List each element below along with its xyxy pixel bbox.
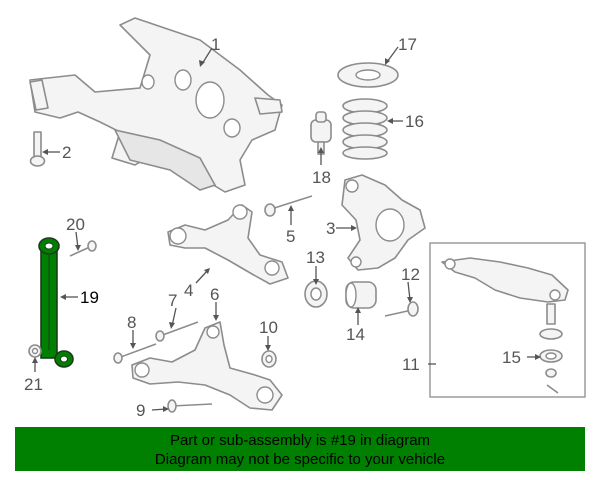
bolt-part-9[interactable] <box>167 399 213 413</box>
callout-1: 1 <box>211 35 220 54</box>
bolt-part-20[interactable] <box>69 240 97 257</box>
callout-19: 19 <box>80 288 99 307</box>
callout-7: 7 <box>168 291 177 310</box>
callout-12: 12 <box>401 265 420 284</box>
callout-8: 8 <box>127 313 136 332</box>
callout-15: 15 <box>502 348 521 367</box>
shock-absorber-part[interactable] <box>38 237 74 368</box>
subframe-part[interactable] <box>29 17 283 193</box>
bolt-part-8[interactable] <box>113 343 157 364</box>
callout-17: 17 <box>398 35 417 54</box>
coil-spring-part[interactable] <box>342 98 388 160</box>
bushing-part-14[interactable] <box>345 281 377 309</box>
callout-13: 13 <box>306 248 325 267</box>
lower-control-arm-part[interactable] <box>131 321 283 411</box>
bolt-part-12[interactable] <box>384 301 419 317</box>
callout-6: 6 <box>210 285 219 304</box>
leader-lines <box>32 46 541 412</box>
callout-20: 20 <box>66 215 85 234</box>
bushing-part-10[interactable] <box>261 350 277 368</box>
banner-line-1: Part or sub-assembly is #19 in diagram <box>169 432 431 449</box>
steering-knuckle-part[interactable] <box>341 174 426 271</box>
banner-line-2: Diagram may not be specific to your vehi… <box>154 451 446 468</box>
spring-seat-part[interactable] <box>337 62 399 88</box>
callout-18: 18 <box>312 168 331 187</box>
callout-3: 3 <box>326 219 335 238</box>
callout-labels: 1 2 17 16 18 3 5 4 13 14 12 11 20 19 21 … <box>24 35 521 420</box>
bolt-part-7[interactable] <box>155 321 199 342</box>
highlight-banner: Part or sub-assembly is #19 in diagram D… <box>15 427 585 471</box>
bolt-part-2[interactable] <box>29 131 46 167</box>
callout-14: 14 <box>346 325 365 344</box>
lower-arm-assembly-inset[interactable] <box>429 242 586 398</box>
bolt-part-5[interactable] <box>264 195 313 217</box>
callout-9: 9 <box>136 401 145 420</box>
callout-10: 10 <box>259 318 278 337</box>
callout-11: 11 <box>402 355 420 374</box>
upper-control-arm-part[interactable] <box>167 204 289 285</box>
callout-5: 5 <box>286 227 295 246</box>
callout-16: 16 <box>405 112 424 131</box>
callout-21: 21 <box>24 375 43 394</box>
nut-part-21[interactable] <box>28 344 42 358</box>
callout-2: 2 <box>62 143 71 162</box>
callout-4: 4 <box>184 281 193 300</box>
